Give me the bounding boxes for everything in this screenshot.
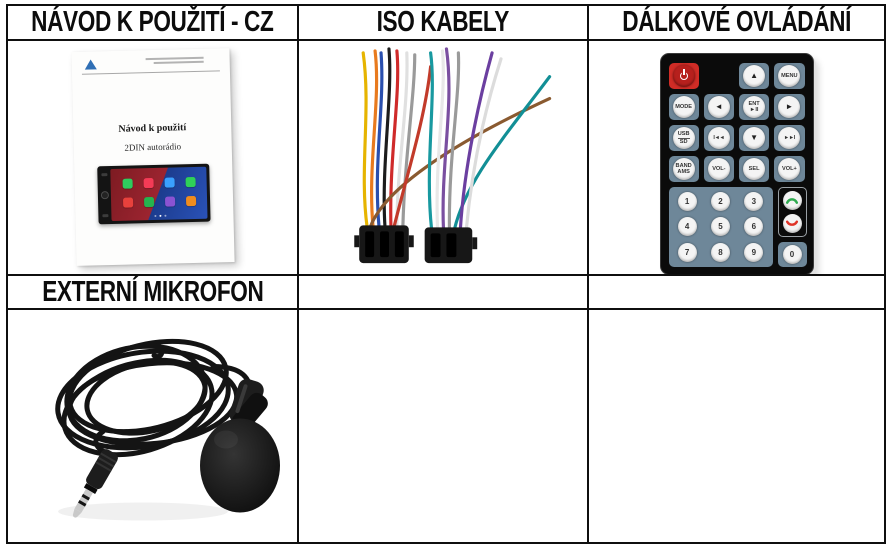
up-button: ▲: [739, 63, 770, 89]
digit-3-button: 3: [744, 192, 764, 212]
iso-cables-photo: [354, 47, 552, 264]
wire-gray2: [447, 51, 461, 231]
menu-button: MENU: [774, 63, 805, 89]
hangup-icon: [785, 220, 799, 226]
volume-down-button: VOL-: [703, 156, 734, 182]
wire-teal-long: [452, 75, 552, 231]
header-iso: ISO KABELY: [299, 6, 589, 41]
digit-8-button: 8: [710, 242, 730, 262]
digit-1-button: 1: [677, 192, 697, 212]
manual-cover: Návod k použití 2DIN autorádio: [71, 48, 235, 266]
header-manual: NÁVOD K POUŽITÍ - CZ: [8, 6, 299, 41]
power-button: [668, 63, 699, 89]
remote-bottom-buttons: 1 2 3 4 5 6 7 8 9: [668, 187, 807, 267]
wire-white2: [435, 49, 445, 231]
digit-6-button: 6: [744, 217, 764, 237]
wire-red: [389, 49, 400, 229]
radio-button-slot: [100, 173, 107, 177]
wire-red2: [392, 65, 433, 229]
cell-manual-photo: Návod k použití 2DIN autorádio: [8, 41, 299, 276]
next-track-button: ►►I: [774, 125, 805, 151]
wire-purple2: [458, 51, 494, 231]
mode-button: MODE: [668, 94, 699, 120]
phone-app-icon: [122, 178, 133, 189]
prev-track-button: I◄◄: [703, 125, 734, 151]
digit-2-button: 2: [710, 192, 730, 212]
header-manual-label: NÁVOD K POUŽITÍ - CZ: [31, 6, 274, 38]
wire-white3: [464, 57, 503, 231]
left-button: ◄: [703, 94, 734, 120]
mic-foam-windscreen: [200, 418, 280, 513]
wire-purple: [441, 47, 451, 231]
wire-blue: [375, 51, 384, 229]
brand-logo-icon: [84, 59, 97, 70]
volume-up-button: VOL+: [774, 156, 805, 182]
foam-highlight: [214, 430, 238, 449]
enter-play-pause-button: ENT►II: [739, 94, 770, 120]
select-button: SEL: [739, 156, 770, 182]
podcast-app-icon: [164, 196, 175, 207]
empty-cell: [299, 310, 589, 542]
call-answer-button: [782, 191, 802, 211]
remote-spacer: [704, 63, 734, 89]
screen-page-dots: [159, 214, 162, 217]
radio-controls: [97, 169, 111, 221]
manual-letterhead: [81, 56, 220, 75]
wire-gray: [401, 53, 417, 229]
digit-7-button: 7: [677, 242, 697, 262]
header-iso-label: ISO KABELY: [376, 6, 510, 38]
iso-connector-right: [424, 227, 478, 264]
radio-photo: [97, 163, 211, 225]
wire-orange: [370, 49, 379, 229]
call-hangup-button: [782, 213, 802, 233]
empty-cell: [299, 276, 589, 310]
radio-screen: [110, 166, 208, 222]
digit-5-button: 5: [710, 217, 730, 237]
microphone-photo: [55, 338, 280, 521]
call-buttons-group: [777, 187, 807, 237]
call-icon: [785, 198, 799, 205]
apps-app-icon: [143, 197, 154, 208]
right-button: ►: [774, 94, 805, 120]
jack-plug: [72, 449, 118, 518]
radio-volume-knob: [100, 191, 109, 200]
messages-app-icon: [184, 176, 196, 187]
maps-app-icon: [164, 177, 175, 188]
digit-0-button: 0: [777, 242, 807, 267]
header-remote: DÁLKOVÉ OVLÁDÁNÍ: [589, 6, 884, 41]
empty-cell: [589, 310, 884, 542]
header-mic: EXTERNÍ MIKROFON: [8, 276, 299, 310]
cell-iso-photo: [299, 41, 589, 276]
header-remote-label: DÁLKOVÉ OVLÁDÁNÍ: [622, 6, 851, 38]
manual-subtitle: 2DIN autorádio: [124, 141, 182, 153]
header-mic-label: EXTERNÍ MIKROFON: [41, 276, 264, 308]
manual-title: Návod k použití: [118, 122, 187, 135]
digit-9-button: 9: [744, 242, 764, 262]
audiobook-app-icon: [185, 196, 196, 207]
soft-shadow: [58, 502, 228, 521]
accessories-table: NÁVOD K POUŽITÍ - CZ ISO KABELY DÁLKOVÉ …: [6, 4, 886, 544]
music-app-icon: [143, 177, 154, 188]
empty-cell: [589, 276, 884, 310]
wire-teal: [427, 51, 434, 231]
wire-brown: [368, 96, 552, 229]
cell-mic-photo: [8, 310, 299, 542]
fine-print-lines: [145, 56, 204, 64]
video-app-icon: [122, 197, 133, 209]
radio-button-slot: [101, 214, 108, 218]
wire-white: [395, 51, 409, 229]
wire-yellow: [361, 51, 369, 229]
power-icon: [679, 72, 688, 80]
number-pad: 1 2 3 4 5 6 7 8 9: [668, 187, 773, 267]
iso-connector-left: [354, 225, 414, 264]
digit-4-button: 4: [677, 217, 697, 237]
down-button: ▼: [739, 125, 770, 151]
